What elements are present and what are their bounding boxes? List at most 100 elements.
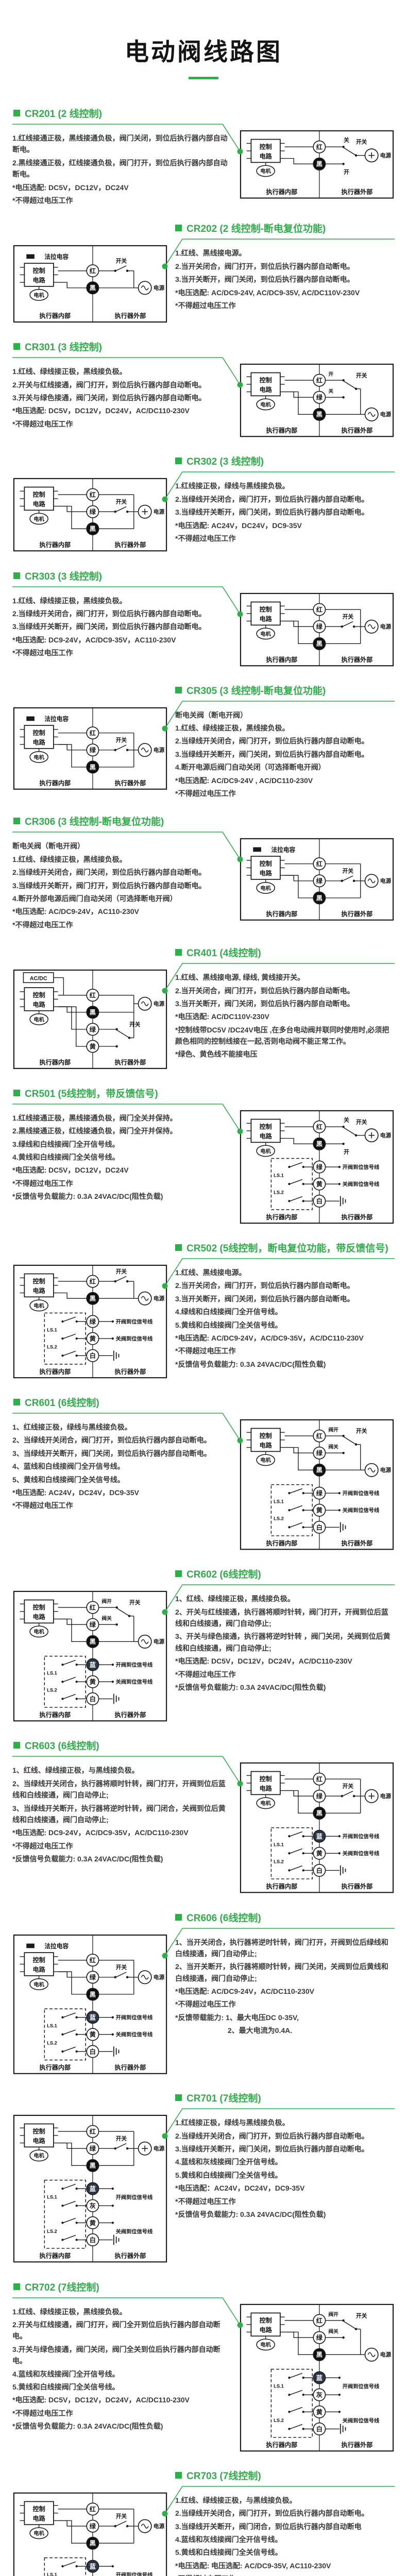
- svg-text:电机: 电机: [33, 1629, 44, 1635]
- section-rule: [0, 583, 407, 617]
- section-cr603: CR603 (6线控制) 1、红线、绿线接正极，与黑线接负极。2、当绿线开关闭合…: [0, 1738, 407, 1896]
- note-line: *电压选配: DC9-24V，AC/DC9-35V，AC/DC110-230V: [12, 1828, 189, 1837]
- note-line: *不得超过电压工作: [12, 419, 73, 428]
- svg-text:阀关: 阀关: [101, 1615, 112, 1622]
- note-line: *反馈带载能力: 1、最大电压DC 0-35V,: [175, 2013, 299, 2022]
- note-line: 1.红线、黑线接电源, 绿线, 黄线接开关。: [175, 973, 305, 982]
- circuit-svg: 控制电路电机红黑开关关开电源LS.1LS.2绿开阀到位信号线黄关阀到位信号线白执…: [240, 1110, 394, 1224]
- note-line: 1、红线、绿线接正极，黑线接负极。: [175, 1595, 295, 1603]
- section-rule: [0, 697, 407, 732]
- svg-text:红: 红: [90, 2505, 96, 2513]
- note-line: *不得超过电压工作: [175, 534, 236, 543]
- section-bullet-icon: [175, 225, 182, 232]
- svg-text:LS.2: LS.2: [274, 1516, 284, 1521]
- circuit-svg: 法拉电容控制电路电机红绿黑开关电源执行器内部执行器外部: [13, 707, 167, 790]
- svg-text:阀关: 阀关: [328, 1443, 338, 1450]
- svg-text:关: 关: [344, 1116, 349, 1123]
- section-rule: [0, 353, 407, 388]
- note-line: 4.蓝线和灰线接阀门全开信号线。: [175, 2535, 282, 2544]
- svg-text:开阀到位信号线: 开阀到位信号线: [343, 1490, 380, 1497]
- page-title: 电动阀线路图: [125, 38, 282, 65]
- section-notes: 1.红线、绿线接正极，黑线接负极。2.开关与红线接通，阀门打开，阀门全开到位后执…: [12, 2306, 232, 2434]
- circuit-svg: 控制电路电机红黑开关电源LS.1LS.2绿开阀到位信号线黄关阀到位信号线白执行器…: [13, 1264, 167, 1379]
- section-row: 1.红线、绿线接正极，黑线接负极。2.开关与红线接通，阀门打开，到位后执行器内部…: [0, 360, 407, 440]
- note-line: 1、当开关闭合，执行器将逆时针转，阀门打开，开阀到位后绿线和白线接通，阀门自动停…: [175, 1938, 388, 1958]
- svg-text:黑: 黑: [316, 1140, 323, 1147]
- section-notes: 断电关阀（断电开阀）1.红线、绿线接正极，黑线接负极。2.当绿线开关闭合，阀门打…: [175, 709, 395, 801]
- note-line: *电压选配: AC/DC9-24V，AC/DC9-35V，AC/DC110-23…: [175, 1333, 364, 1342]
- svg-text:黄: 黄: [90, 2030, 96, 2038]
- section-title: CR306 (3 线控制-断电复位功能): [25, 817, 164, 828]
- svg-text:黑: 黑: [90, 525, 96, 533]
- svg-text:电路: 电路: [32, 1613, 45, 1621]
- note-line: 1.红线接正极，绿线与黑线接负极。: [175, 2119, 290, 2127]
- section-row: 1、红线、绿线接正极，与黑线接负极。2、当绿线开关闭合，执行器将顺时针转，阀门打…: [0, 1758, 407, 1896]
- section-cr301: CR301 (3 线控制) 1.红线、绿线接正极，黑线接负极。2.开关与红线接通…: [0, 340, 407, 440]
- svg-text:控制: 控制: [259, 1775, 272, 1783]
- svg-text:电路: 电路: [32, 1286, 45, 1294]
- svg-text:执行器外部: 执行器外部: [115, 1367, 146, 1375]
- section-bullet-icon: [175, 2094, 182, 2102]
- section-bullet-icon: [13, 2283, 20, 2290]
- circuit-svg: 控制电路电机红绿黑开关电源LS.1LS.2蓝灰黄白开阀到位信号线关阀到位信号线执…: [13, 2115, 167, 2263]
- section-header: CR606 (6线控制): [0, 1910, 407, 1924]
- section-cr201: CR201 (2 线控制) 1.红线接通正极，黑线接通负极，阀门关闭，到位后执行…: [0, 106, 407, 208]
- svg-text:控制: 控制: [32, 728, 45, 736]
- svg-text:红: 红: [316, 2316, 323, 2324]
- svg-text:白: 白: [316, 2425, 323, 2432]
- section-notes: 1.红线、绿线接正极，黑线接负极。2.开关与红线接通，阀门打开，到位后执行器内部…: [12, 366, 232, 431]
- svg-text:蓝: 蓝: [316, 1833, 323, 1840]
- note-line: *电压选配: DC5V，DC12V，DC24V，AC/DC110-230V: [175, 1657, 352, 1666]
- note-line: 2.开关与红线接通，阀门打开，阀门全开到位后执行器内部自动断电。: [12, 2320, 221, 2341]
- section-row: 1.红线接正极，绿线与黑线接负极。2.当绿线开关闭合，阀门打开，到位后执行器内部…: [0, 474, 407, 555]
- svg-text:LS.1: LS.1: [274, 1173, 284, 1178]
- svg-text:开关: 开关: [116, 1268, 127, 1275]
- note-line: 2.当开关闭合，阀门打开，到位后执行器内部自动断电。: [175, 1281, 354, 1290]
- section-row: 断电关阀（断电开阀）1.红线、绿线接正极，黑线接负极。2.当绿线开关闭合，阀门打…: [0, 703, 407, 801]
- note-line: *电压选配: DC5V，DC12V，DC24V，AC/DC110-230V: [12, 2396, 190, 2404]
- note-line: *不得超过电压工作: [12, 196, 73, 205]
- section-row: 1、当开关闭合，执行器将逆时针转，阀门打开，开阀到位后绿线和白线接通，阀门自动停…: [0, 1930, 407, 2078]
- note-line: *电压选配: AC24V，DC24V，DC9-35V: [12, 1488, 139, 1497]
- section-title: CR301 (3 线控制): [25, 342, 102, 353]
- svg-text:执行器内部: 执行器内部: [266, 188, 297, 196]
- svg-text:电路: 电路: [259, 615, 272, 622]
- section-header: CR201 (2 线控制): [0, 106, 407, 120]
- svg-text:绿: 绿: [316, 622, 323, 630]
- svg-text:控制: 控制: [259, 376, 272, 384]
- note-line: 3、当绿线开关断开，阀门关闭，到位后执行器内部自动断电。: [12, 1449, 211, 1458]
- svg-text:黑: 黑: [316, 2350, 323, 2358]
- svg-text:控制: 控制: [32, 2127, 45, 2135]
- section-bullet-icon: [13, 1089, 20, 1096]
- svg-text:红: 红: [316, 1775, 323, 1783]
- circuit-svg: 法拉电容控制电路电机红绿黑开关电源LS.1LS.2蓝开阀到位信号线黄关阀到位信号…: [13, 1934, 167, 2074]
- svg-text:电路: 电路: [32, 500, 45, 508]
- svg-text:控制: 控制: [32, 1277, 45, 1285]
- note-line: *不得超过电压工作: [12, 2409, 73, 2417]
- note-line: 4、蓝线和白线接阀门全开信号线。: [12, 1462, 125, 1471]
- svg-text:开关: 开关: [129, 1599, 141, 1606]
- section-cr302: CR302 (3 线控制) 1.红线接正极，绿线与黑线接负极。2.当绿线开关闭合…: [0, 454, 407, 555]
- section-cr305: CR305 (3 线控制-断电复位功能) 断电关阀（断电开阀）1.红线、绿线接正…: [0, 683, 407, 801]
- note-line: *不得超过电压工作: [175, 789, 236, 798]
- note-line: 4.蓝线和灰线接阀门全开信号线。: [12, 2369, 120, 2378]
- section-row: 1.红线接正极，绿线与黑线接负极。2.当绿线开关闭合，阀门打开，到位后执行器内部…: [0, 2111, 407, 2266]
- svg-text:LS.1: LS.1: [47, 1671, 57, 1676]
- note-line: *反馈信号负载能力: 0.3A 24VAC/DC(阻性负载): [12, 1192, 163, 1201]
- section-rule: [0, 1924, 407, 1959]
- svg-text:电源: 电源: [380, 1793, 392, 1800]
- section-row: 1.红线、黑线接电源, 绿线, 黄线接开关。2.当开关闭合，阀门打开，到位后执行…: [0, 965, 407, 1073]
- svg-text:开阀到位信号线: 开阀到位信号线: [116, 2571, 153, 2576]
- section-rule: [0, 235, 407, 269]
- svg-text:LS.1: LS.1: [47, 2023, 57, 2028]
- note-line: *不得超过电压工作: [175, 2573, 395, 2576]
- svg-text:法拉电容: 法拉电容: [44, 253, 69, 261]
- note-line: 1.红线、绿线接正极，黑线接负极。: [12, 367, 127, 376]
- note-line: 2、开关与红线接通，执行器将顺时针转，阀门打开，开阀到位后蓝线和白线接通，阀门自…: [175, 1607, 388, 1628]
- section-bullet-icon: [175, 457, 182, 465]
- note-line: *电压选配: AC24V，DC24V，DC9-35V: [175, 521, 302, 530]
- section-notes: 断电关阀（断电开阀）1.红线、绿线接正极，黑线接负极。2.当绿线开关闭合，阀门关…: [12, 840, 232, 932]
- note-line: *电压选配: 电压选配: AC/DC9-35V, AC110-230V: [175, 2561, 331, 2570]
